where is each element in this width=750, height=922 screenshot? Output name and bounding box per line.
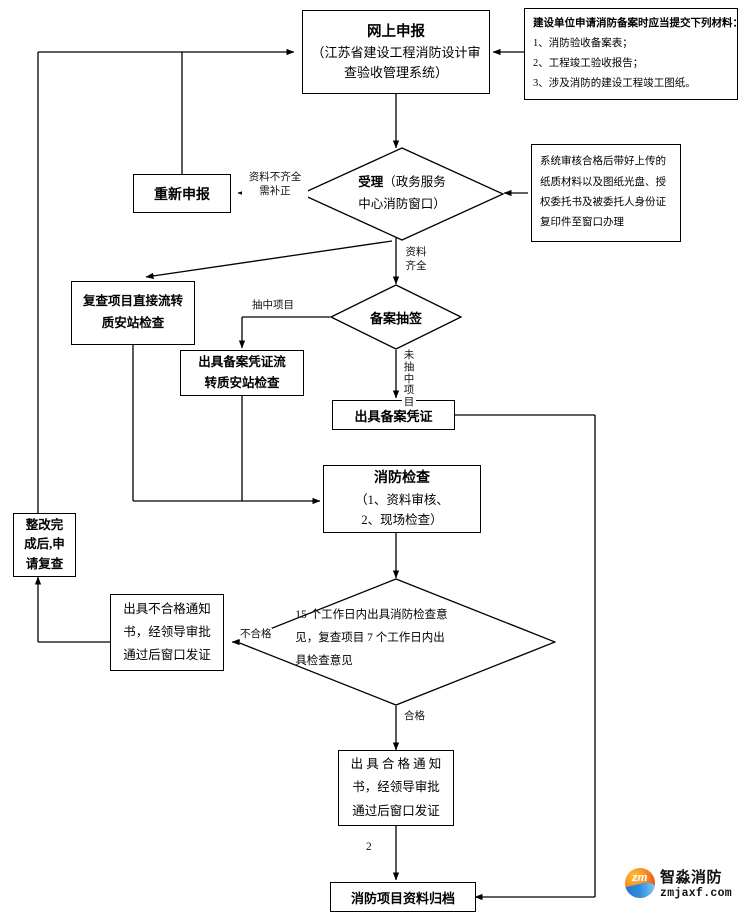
note-window-handling: 系统审核合格后带好上传的 纸质材料以及图纸光盘、授 权委托书及被委托人身份证 复… xyxy=(531,144,681,242)
fail-notice-l2: 书，经领导审批 xyxy=(123,624,211,639)
node-pass-notice[interactable]: 出 具 合 格 通 知 书，经领导审批 通过后窗口发证 xyxy=(338,750,454,826)
deadline-l1: 15 个工作日内出具消防检查意 xyxy=(295,608,448,621)
edge-label-not-selected: 未抽中项目 xyxy=(402,350,416,409)
rectify-l2: 成后,申 xyxy=(24,537,65,552)
edge-label-materials-complete: 资料 齐全 xyxy=(402,246,430,275)
fire-inspect-l3: 2、现场检查） xyxy=(361,513,443,528)
edge-label-need-supplement: 资料不齐全 需补正 xyxy=(242,171,308,200)
need-supplement-l2: 需补正 xyxy=(259,186,291,198)
pass-notice-l3: 通过后窗口发证 xyxy=(352,803,440,818)
note-materials-l3: 2、工程竣工验收报告； xyxy=(533,58,644,69)
deadline-l3: 具检查意见 xyxy=(295,654,353,667)
note-window-l1: 系统审核合格后带好上传的 xyxy=(540,156,666,168)
rectify-l3: 请复查 xyxy=(25,556,64,571)
site-watermark-logo: zm 智淼消防 zmjaxf.com xyxy=(625,866,732,900)
pass-notice-l2: 书，经领导审批 xyxy=(352,780,440,795)
note-window-l2: 纸质材料以及图纸光盘、授 xyxy=(540,176,666,188)
node-lottery-decision[interactable]: 备案抽签 xyxy=(330,284,462,350)
fire-inspect-title: 消防检查 xyxy=(374,470,430,486)
note-materials-l1: 建设单位申请消防备案时应当提交下列材料： xyxy=(533,18,743,30)
watermark-brand-en: zmjaxf.com xyxy=(660,887,733,900)
node-fire-inspection[interactable]: 消防检查 （1、资料审核、 2、现场检查） xyxy=(323,465,481,533)
step-two-label: 2 xyxy=(366,841,372,853)
materials-complete-l2: 齐全 xyxy=(405,261,427,273)
accept-line2: 中心消防窗口） xyxy=(358,197,446,211)
online-apply-line3: 查验收管理系统） xyxy=(343,65,448,81)
qualified-label: 合格 xyxy=(404,711,425,722)
edge-label-step-two: 2 xyxy=(366,840,372,856)
accept-line1: 受理（政务服务 xyxy=(314,172,489,194)
fail-notice-l3: 通过后窗口发证 xyxy=(123,648,211,663)
selected-label: 抽中项目 xyxy=(252,300,294,311)
deadline-diamond-shape xyxy=(236,578,556,706)
node-reapply[interactable]: 重新申报 xyxy=(133,174,231,213)
node-issue-cert-flow[interactable]: 出具备案凭证流 转质安站检查 xyxy=(180,350,304,396)
accept-label-rest: （政务服务 xyxy=(383,175,446,190)
accept-diamond-shape xyxy=(300,147,504,241)
edge-label-qualified: 合格 xyxy=(404,710,425,725)
fire-inspect-l2: （1、资料审核、 xyxy=(355,493,449,508)
accept-label-bold: 受理 xyxy=(358,175,384,190)
node-accept-decision[interactable]: 受理（政务服务 中心消防窗口） xyxy=(300,147,504,241)
note-materials-l4: 3、涉及消防的建设工程竣工图纸。 xyxy=(533,77,696,89)
watermark-brand-cn: 智淼消防 xyxy=(660,869,723,886)
reapply-title: 重新申报 xyxy=(154,187,210,203)
rectify-l1: 整改完 xyxy=(25,517,64,532)
edge-label-unqualified: 不合格 xyxy=(240,628,272,643)
issue-cert-flow-l2: 转质安站检查 xyxy=(204,376,280,390)
recheck-direct-l2: 质安站检查 xyxy=(101,316,165,330)
online-apply-line2: （江苏省建设工程消防设计审 xyxy=(311,45,481,61)
unqualified-label: 不合格 xyxy=(240,629,272,640)
logo-mark-text: zm xyxy=(632,872,648,884)
zhimiao-logo-icon: zm xyxy=(625,868,655,898)
fail-notice-l1: 出具不合格通知 xyxy=(123,601,211,616)
issue-cert-flow-l1: 出具备案凭证流 xyxy=(198,354,286,369)
materials-complete-l1: 资料 xyxy=(405,247,427,258)
node-deadline-decision[interactable]: 15 个工作日内出具消防检查意 见，复查项目 7 个工作日内出 具检查意见 xyxy=(236,578,556,706)
node-online-apply[interactable]: 网上申报 （江苏省建设工程消防设计审 查验收管理系统） xyxy=(302,10,490,94)
note-materials-l2: 1、消防验收备案表； xyxy=(533,38,633,50)
node-recheck-direct[interactable]: 复查项目直接流转 质安站检查 xyxy=(71,281,195,345)
issue-cert-title: 出具备案凭证 xyxy=(354,408,433,424)
archive-title: 消防项目资料归档 xyxy=(350,890,455,906)
deadline-l2: 见，复查项目 7 个工作日内出 xyxy=(295,631,445,644)
lottery-title: 备案抽签 xyxy=(369,310,422,326)
pass-notice-l1: 出 具 合 格 通 知 xyxy=(350,757,442,772)
lottery-diamond-shape xyxy=(330,284,462,350)
need-supplement-l1: 资料不齐全 xyxy=(248,172,302,183)
edge-label-selected: 抽中项目 xyxy=(252,299,294,314)
node-fail-notice[interactable]: 出具不合格通知 书，经领导审批 通过后窗口发证 xyxy=(110,594,224,671)
note-window-l3: 权委托书及被委托人身份证 xyxy=(540,197,666,208)
node-archive[interactable]: 消防项目资料归档 xyxy=(330,882,476,912)
node-issue-cert[interactable]: 出具备案凭证 xyxy=(332,400,455,430)
recheck-direct-l1: 复查项目直接流转 xyxy=(82,294,183,309)
online-apply-title: 网上申报 xyxy=(367,23,425,40)
note-required-materials: 建设单位申请消防备案时应当提交下列材料： 1、消防验收备案表； 2、工程竣工验收… xyxy=(524,8,743,100)
note-window-l4: 复印件至窗口办理 xyxy=(540,217,624,229)
node-rectify-recheck[interactable]: 整改完 成后,申 请复查 xyxy=(13,513,76,577)
not-selected-label: 未抽中项目 xyxy=(403,350,415,408)
